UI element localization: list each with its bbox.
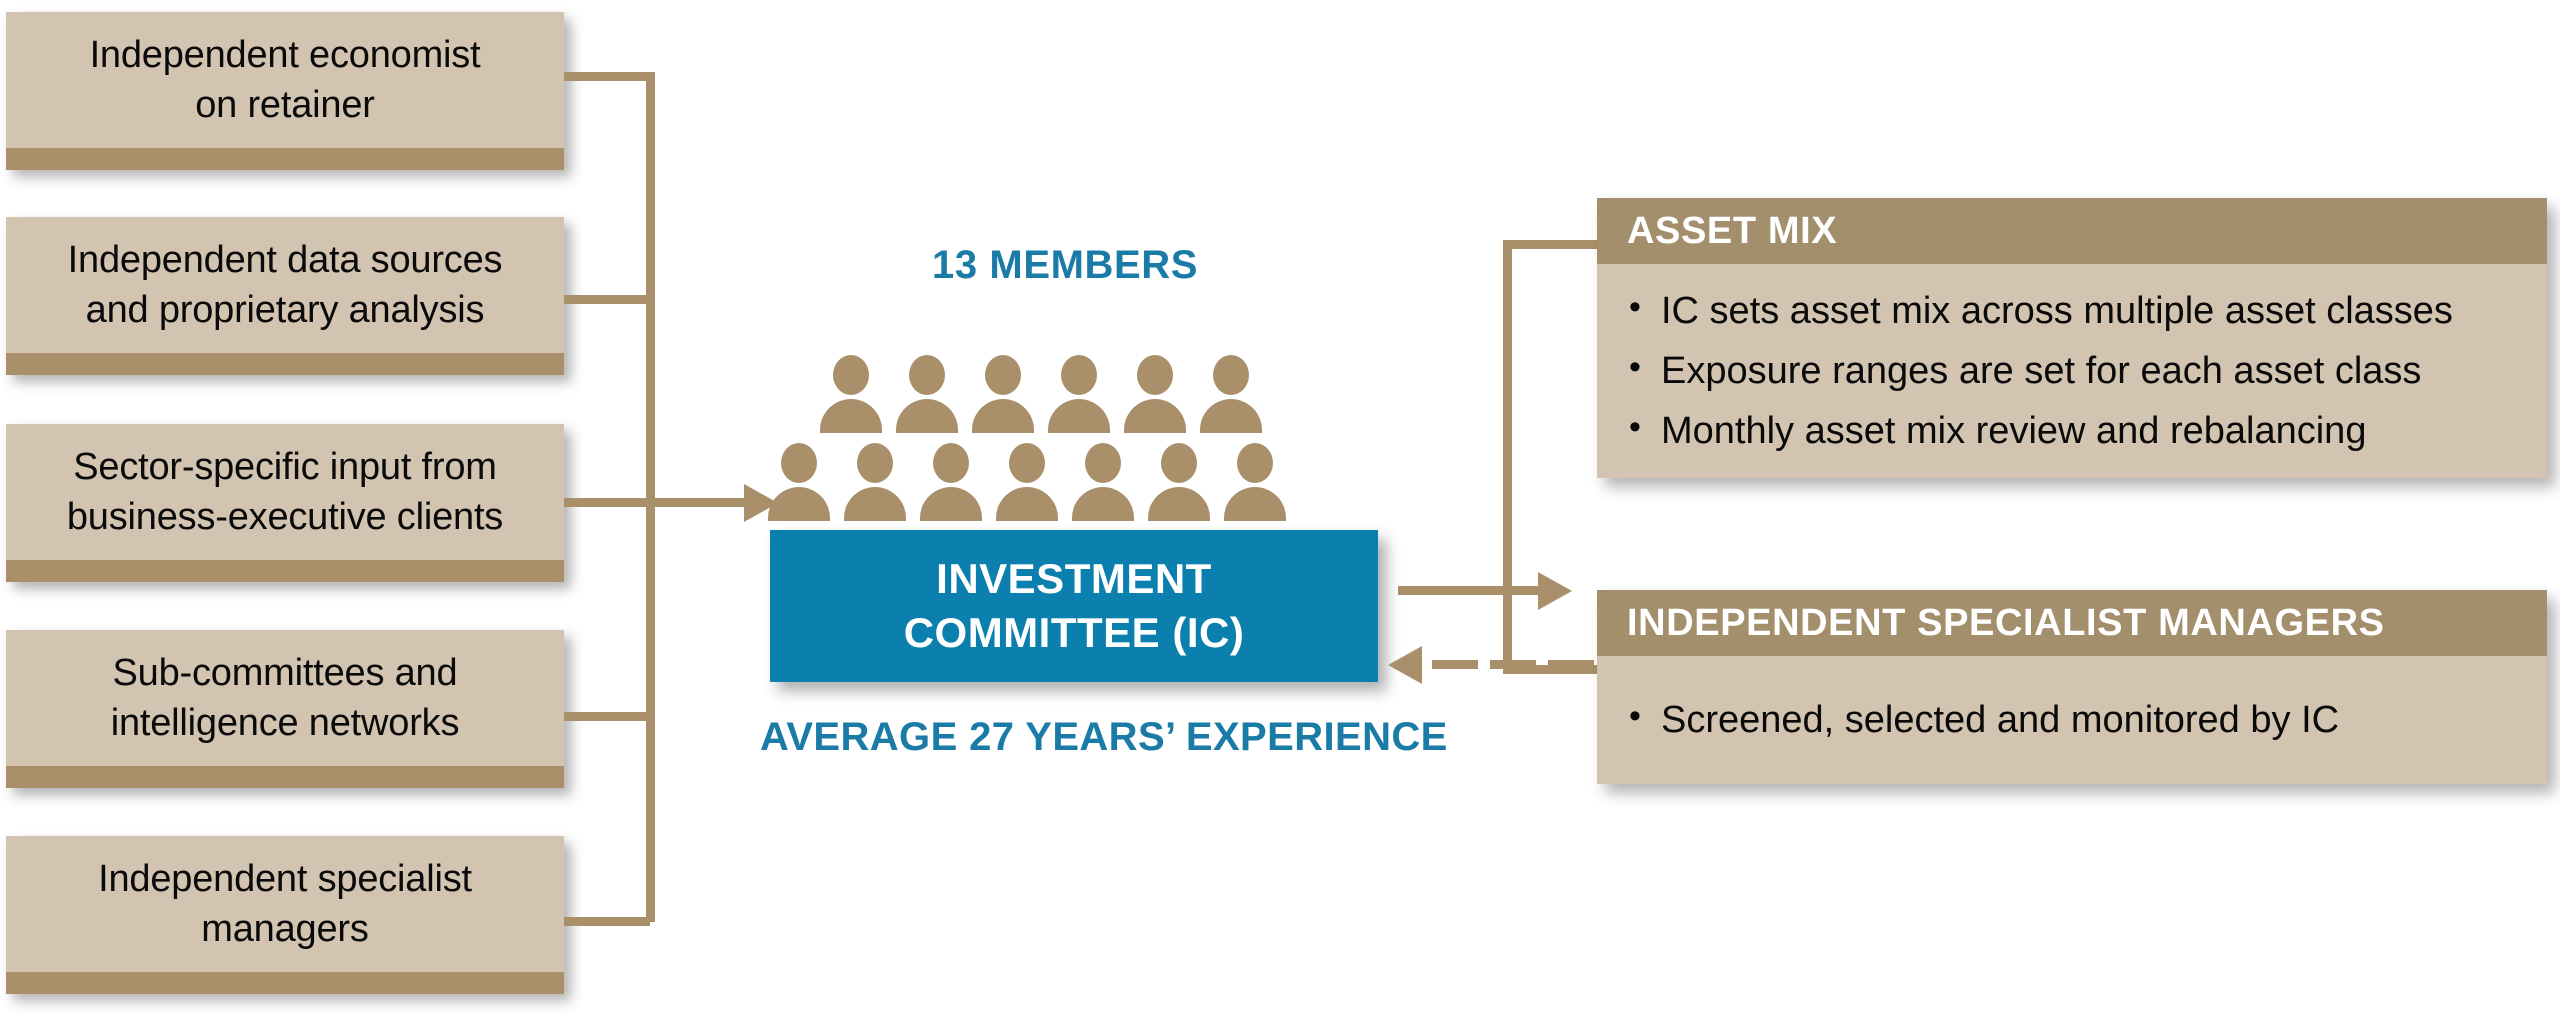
list-item: Monthly asset mix review and rebalancing xyxy=(1627,410,2517,450)
source-box-sub-committees[interactable]: Sub-committees and intelligence networks xyxy=(6,630,564,788)
connector-stub-sub-committees xyxy=(564,712,650,721)
person-icon xyxy=(1048,355,1110,433)
source-box-footer-bar xyxy=(6,972,564,994)
source-box-footer-bar xyxy=(6,560,564,582)
person-icon xyxy=(768,443,830,521)
people-row-top xyxy=(820,355,1262,433)
average-experience-label: AVERAGE 27 YEARS’ EXPERIENCE xyxy=(760,715,1448,759)
source-box-label: Sector-specific input from business-exec… xyxy=(66,445,504,538)
investment-committee-box[interactable]: INVESTMENT COMMITTEE (IC) xyxy=(770,530,1378,682)
source-box-footer-bar xyxy=(6,353,564,375)
list-item: IC sets asset mix across multiple asset … xyxy=(1627,290,2517,330)
connector-stub-specialist-managers xyxy=(564,917,650,926)
people-row-bottom xyxy=(768,443,1286,521)
person-icon xyxy=(1200,355,1262,433)
panel-specialist-managers-body: Screened, selected and monitored by IC xyxy=(1597,656,2547,784)
arrow-committee-to-asset-mix xyxy=(1538,572,1572,610)
person-icon xyxy=(1072,443,1134,521)
investment-committee-title: INVESTMENT COMMITTEE (IC) xyxy=(903,555,1245,656)
person-icon xyxy=(820,355,882,433)
source-box-footer-bar xyxy=(6,766,564,788)
person-icon xyxy=(920,443,982,521)
connector-bracket-bottom-to-managers xyxy=(1503,665,1613,674)
panel-asset-mix[interactable]: ASSET MIX IC sets asset mix across multi… xyxy=(1597,198,2547,478)
list-item: Exposure ranges are set for each asset c… xyxy=(1627,350,2517,390)
connector-stub-economist xyxy=(564,72,650,81)
arrow-managers-to-committee xyxy=(1388,646,1422,684)
source-box-label: Independent economist on retainer xyxy=(89,33,481,126)
list-item: Screened, selected and monitored by IC xyxy=(1627,699,2517,739)
person-icon xyxy=(1148,443,1210,521)
connector-committee-to-panels xyxy=(1398,586,1542,595)
source-box-footer-bar xyxy=(6,148,564,170)
person-icon xyxy=(996,443,1058,521)
person-icon xyxy=(972,355,1034,433)
person-icon xyxy=(1124,355,1186,433)
source-box-sector-specific-input[interactable]: Sector-specific input from business-exec… xyxy=(6,424,564,582)
person-icon xyxy=(896,355,958,433)
person-icon xyxy=(1224,443,1286,521)
connector-stub-data-sources xyxy=(564,295,650,304)
panel-independent-specialist-managers[interactable]: INDEPENDENT SPECIALIST MANAGERS Screened… xyxy=(1597,590,2547,784)
panel-asset-mix-body: IC sets asset mix across multiple asset … xyxy=(1597,264,2547,478)
connector-trunk-to-committee xyxy=(646,498,746,507)
source-box-independent-data-sources[interactable]: Independent data sources and proprietary… xyxy=(6,217,564,375)
source-box-independent-specialist-managers[interactable]: Independent specialist managers xyxy=(6,836,564,994)
source-box-label: Sub-committees and intelligence networks xyxy=(110,651,460,744)
connector-bracket-top-to-asset-mix xyxy=(1503,240,1613,249)
source-box-label: Independent data sources and proprietary… xyxy=(67,238,503,331)
source-box-independent-economist[interactable]: Independent economist on retainer xyxy=(6,12,564,170)
members-count-label: 13 MEMBERS xyxy=(932,243,1199,287)
connector-spine-left xyxy=(646,72,655,922)
panel-specialist-managers-title: INDEPENDENT SPECIALIST MANAGERS xyxy=(1597,590,2547,656)
connector-right-bracket-vertical xyxy=(1503,240,1512,674)
connector-stub-sector-input xyxy=(564,498,650,507)
panel-asset-mix-title: ASSET MIX xyxy=(1597,198,2547,264)
person-icon xyxy=(844,443,906,521)
connector-managers-to-committee-dashed-main xyxy=(1432,660,1614,669)
source-box-label: Independent specialist managers xyxy=(98,857,472,950)
